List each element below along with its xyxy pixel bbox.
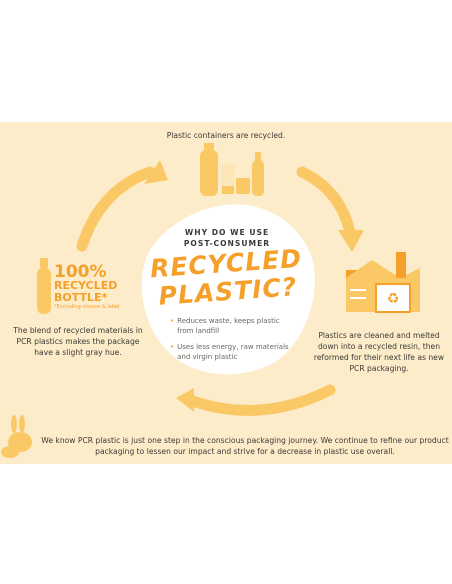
arrow-bottom-head-icon [176,388,194,412]
badge-line3: BOTTLE* [54,291,108,304]
center-heading: WHY DO WE USE POST-CONSUMER [151,227,303,249]
list-item: •Uses less energy, raw materials and vir… [170,343,289,361]
badge-percent: 100% [54,262,107,282]
right-caption: Plastics are cleaned and melted down int… [313,331,445,373]
center-heading-line1: WHY DO WE USE [184,228,270,237]
list-item: •Reduces waste, keeps plastic from landf… [170,317,280,335]
center-splash [141,204,315,375]
recycled-badge: 100% RECYCLED BOTTLE* *Excluding closure… [54,264,134,311]
badge-line2: RECYCLED [54,279,118,292]
center-heading-line2: POST-CONSUMER [183,239,271,248]
svg-text:♻: ♻ [387,291,400,307]
arrow-top-left-icon [76,166,156,252]
factory-icon: ♻ [346,252,420,313]
bullet-list: •Reduces waste, keeps plastic from landf… [170,316,290,368]
arrow-top-left-head-icon [144,160,168,184]
arrow-top-right-icon [296,166,356,238]
top-caption: Plastic containers are recycled. [166,131,286,140]
bottom-text: We know PCR plastic is just one step in … [41,436,449,456]
left-caption: The blend of recycled materials in PCR p… [13,326,143,357]
arrow-top-right-head-icon [338,230,364,252]
bunny-logo-icon [1,415,32,458]
containers-icon [200,143,264,196]
arrow-bottom-icon [184,384,336,416]
big-title: RECYCLED PLASTIC? [149,244,305,311]
bottle-icon [37,258,51,314]
badge-note: *Excluding closure & label [54,304,120,310]
